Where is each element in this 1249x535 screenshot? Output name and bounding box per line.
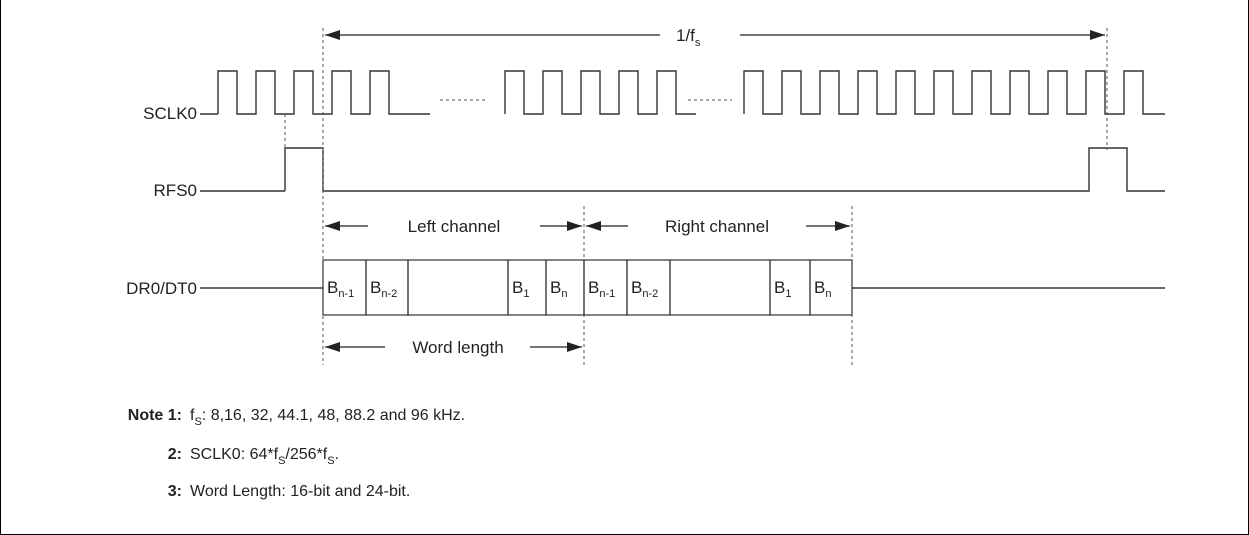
period-label: 1/fs	[676, 26, 701, 49]
sclk-segment-1	[217, 70, 430, 115]
data-label: DR0/DT0	[126, 279, 197, 298]
period-arrow	[325, 30, 1105, 40]
rfs-label: RFS0	[154, 181, 197, 200]
note-1-text: fS: 8,16, 32, 44.1, 48, 88.2 and 96 kHz.	[190, 407, 465, 428]
word-length-arrow	[325, 342, 582, 352]
sclk-waveform	[217, 70, 1165, 115]
note-2-text: SCLK0: 64*fS/256*fS.	[190, 446, 339, 467]
note-3-label: 3:	[168, 483, 182, 500]
bit-label: Bn-2	[370, 278, 397, 300]
sclk-label: SCLK0	[143, 104, 197, 123]
right-channel-label: Right channel	[665, 217, 769, 236]
bit-cell	[407, 259, 509, 316]
bit-label: Bn	[550, 278, 567, 300]
bit-label: Bn-2	[631, 278, 658, 300]
note-2-label: 2:	[168, 446, 182, 463]
sclk-segment-3	[743, 70, 1165, 115]
left-channel-label: Left channel	[408, 217, 501, 236]
word-length-label: Word length	[412, 338, 503, 357]
data-word-cells: Bn-1 Bn-2 B1 Bn Bn-1 Bn-2 B1 Bn	[322, 259, 853, 316]
bit-cell	[669, 259, 771, 316]
bit-label: Bn	[814, 278, 831, 300]
bit-label: Bn-1	[327, 278, 354, 300]
sclk-segment-2	[504, 70, 696, 115]
bit-label: Bn-1	[588, 278, 615, 300]
bit-label: B1	[512, 278, 529, 300]
right-channel-arrow	[586, 221, 850, 231]
left-channel-arrow	[325, 221, 582, 231]
note-1-label: Note 1:	[128, 407, 182, 424]
note-3-text: Word Length: 16-bit and 24-bit.	[190, 483, 410, 500]
bit-label: B1	[774, 278, 791, 300]
rfs-waveform	[284, 147, 1165, 192]
